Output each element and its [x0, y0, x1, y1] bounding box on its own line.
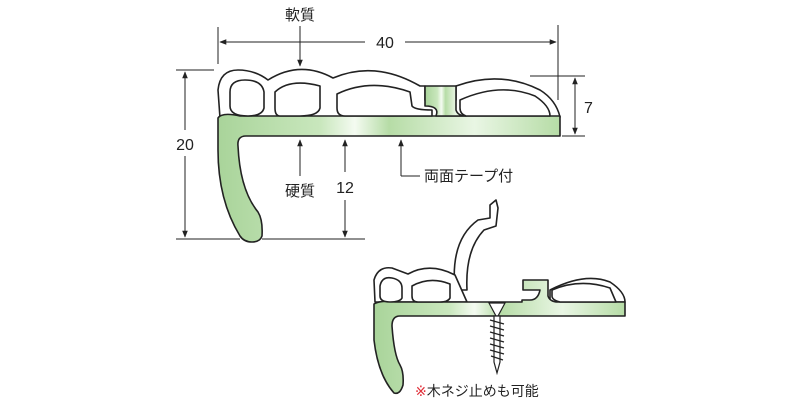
dimension-leg-height: 12 [262, 139, 365, 240]
dimension-height: 20 [176, 69, 240, 240]
soft-chamber [379, 276, 403, 303]
wood-screw-icon [487, 302, 507, 376]
note: ※木ネジ止めも可能 [415, 384, 539, 400]
dimension-width: 40 [217, 25, 559, 100]
hard-core [217, 113, 561, 243]
soft-chamber [411, 279, 451, 303]
soft-chamber [336, 84, 433, 117]
leg-height-value: 12 [336, 180, 354, 197]
height-value: 20 [176, 137, 194, 154]
screw-profile [373, 199, 626, 395]
hard-core [373, 279, 626, 395]
soft-chamber [229, 79, 265, 117]
soft-clip-arm [453, 199, 499, 291]
main-profile [217, 68, 561, 243]
width-value: 40 [376, 35, 394, 52]
dimension-top-height: 7 [530, 75, 593, 137]
soft-label: 軟質 [285, 6, 315, 24]
top-height-value: 7 [584, 100, 593, 117]
soft-chamber [551, 282, 617, 303]
note-text: 木ネジ止めも可能 [427, 384, 539, 400]
tape-label: 両面テープ付 [424, 167, 513, 185]
hard-label: 硬質 [285, 182, 315, 200]
soft-chamber [274, 82, 321, 117]
note-mark: ※ [415, 384, 427, 400]
soft-chamber [459, 89, 551, 117]
